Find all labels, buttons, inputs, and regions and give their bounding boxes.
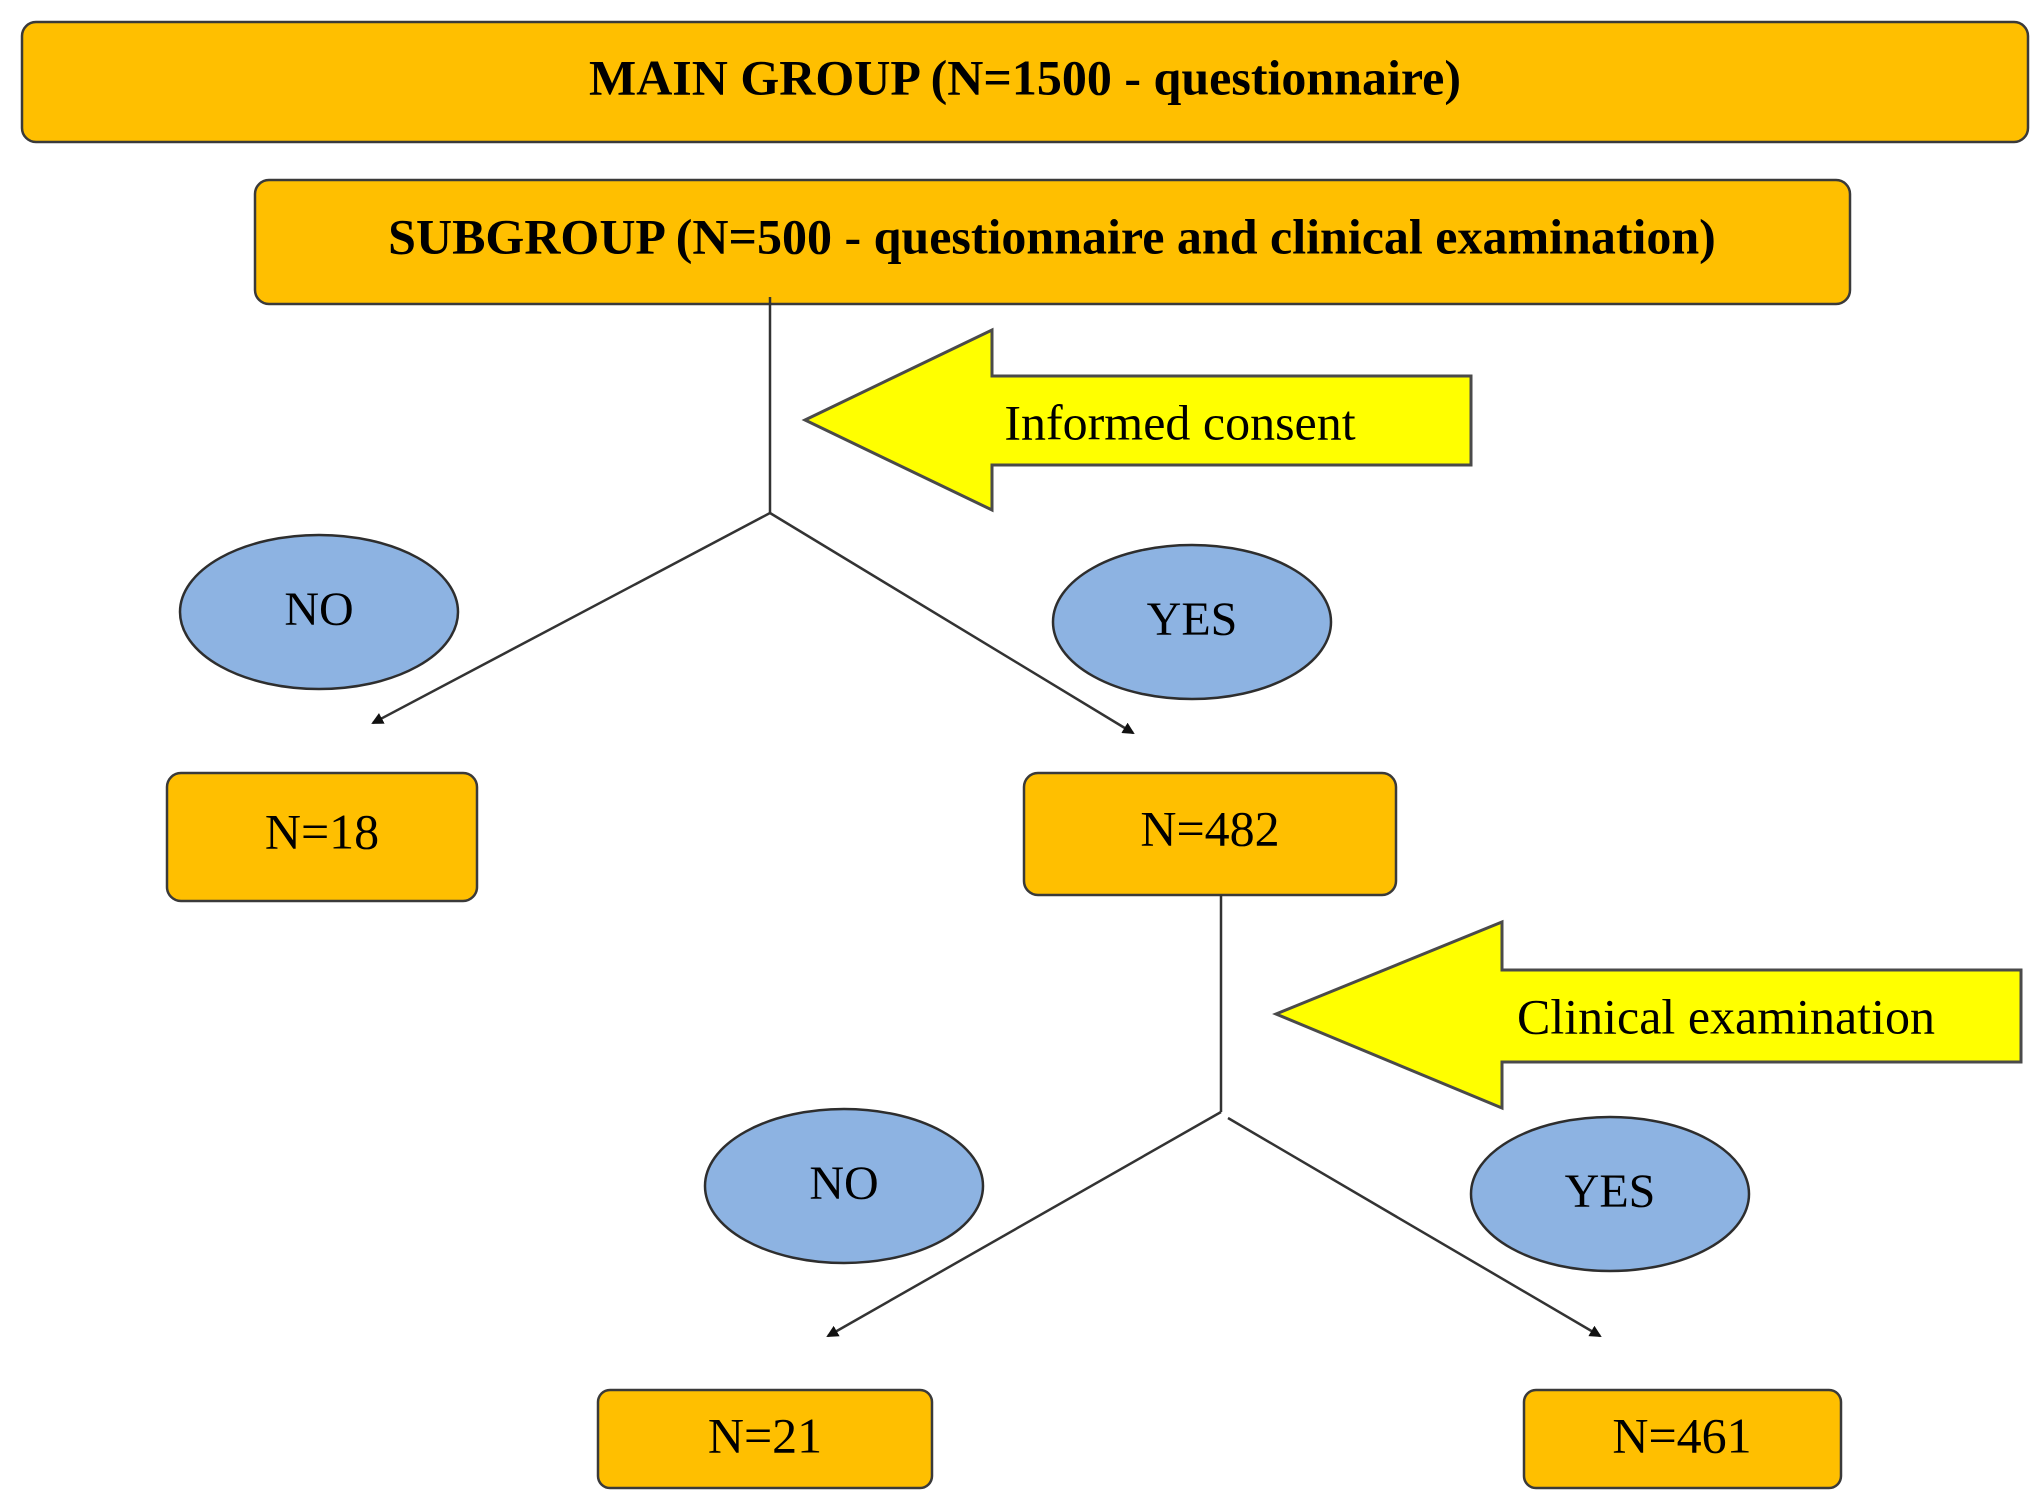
- subgroup-label: SUBGROUP (N=500 - questionnaire and clin…: [388, 208, 1716, 264]
- result-box-no-consent: N=18: [165, 771, 479, 903]
- result-box-consent: N=482: [1022, 771, 1398, 897]
- decision-2-yes-label: YES: [1565, 1165, 1656, 1218]
- decision-1-connectors: [371, 297, 1135, 735]
- decision-2-connectors: [826, 895, 1602, 1338]
- decision-2-no-label: NO: [809, 1157, 878, 1210]
- main-group-label: MAIN GROUP (N=1500 - questionnaire): [589, 49, 1461, 105]
- decision-2-yes-ellipse: YES: [1469, 1115, 1751, 1273]
- decision-1-no-ellipse: NO: [178, 533, 460, 691]
- informed-consent-arrow: Informed consent: [801, 327, 1473, 513]
- subgroup-box: SUBGROUP (N=500 - questionnaire and clin…: [253, 178, 1852, 306]
- decision-1-yes-ellipse: YES: [1051, 543, 1333, 701]
- decision-1-yes-label: YES: [1147, 593, 1238, 646]
- result-box-exam: N=461: [1522, 1388, 1843, 1490]
- decision-1-no-label: NO: [284, 583, 353, 636]
- result-consent-label: N=482: [1140, 800, 1279, 856]
- clinical-examination-arrow: Clinical examination: [1272, 919, 2023, 1111]
- main-group-box: MAIN GROUP (N=1500 - questionnaire): [20, 20, 2030, 144]
- result-no-consent-label: N=18: [265, 803, 379, 859]
- clinical-examination-label: Clinical examination: [1517, 988, 1935, 1044]
- decision-2-no-ellipse: NO: [703, 1107, 985, 1265]
- informed-consent-label: Informed consent: [1004, 394, 1355, 450]
- result-no-exam-label: N=21: [708, 1407, 822, 1463]
- result-exam-label: N=461: [1612, 1407, 1751, 1463]
- result-box-no-exam: N=21: [596, 1388, 934, 1490]
